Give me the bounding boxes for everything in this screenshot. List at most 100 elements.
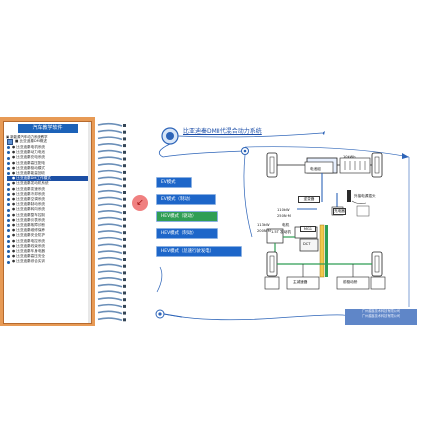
slide-canvas: 比亚迪秦DMⅡ代混合动力系统 EV模式 EV模式（制动） HEV模式（驱动） HEV模… (147, 117, 417, 326)
tree-scrollbar[interactable] (88, 122, 91, 323)
tree-item-label: ● 比亚迪秦线束系统 (12, 243, 46, 248)
tree-item[interactable]: ● 比亚迪秦冷却系统 (7, 192, 91, 197)
slide-title: 比亚迪秦DMⅡ代混合动力系统 (183, 128, 262, 135)
tree-item-label: ● 比亚迪秦空调系统 (12, 197, 46, 202)
tree-item[interactable]: ● 比亚迪秦变速系统 (7, 187, 91, 192)
tree-item[interactable]: ● 比亚迪秦动力电池 (7, 150, 91, 155)
spiral-ring (97, 236, 123, 241)
tree-item[interactable]: ● 比亚迪秦充电系统 (7, 155, 91, 160)
tree-item-label: ● 比亚迪秦高压安全 (12, 254, 46, 259)
tree-item[interactable]: ● 比亚迪秦故障诊断 (7, 223, 91, 228)
tree-item-label: ● 比亚迪秦转向系统 (12, 207, 46, 212)
motor-label: 电机 (282, 223, 290, 227)
tree-item-label: ● 比亚迪秦充电系统 (12, 155, 46, 160)
tree-item-label: ● 比亚迪秦冷却系统 (12, 191, 46, 196)
mg1-label: MG1 (300, 226, 316, 232)
mode-button-2[interactable]: EV模式（制动） (156, 194, 216, 205)
spiral-ring (97, 290, 123, 295)
tree-item-label: ● 比亚迪秦电机系统 (12, 145, 46, 149)
course-tree: ■ 比亚迪秦DM概述● 比亚迪秦电机系统● 比亚迪秦动力电池● 比亚迪秦充电系统… (4, 139, 91, 265)
tree-item-label: ● 比亚迪秦电控系统 (12, 238, 46, 243)
mode-button-4[interactable]: HEV模式（制动） (156, 228, 218, 239)
node-icon (7, 151, 10, 155)
tree-item-label: ● 比亚迪秦变速系统 (12, 186, 46, 191)
node-icon (7, 192, 10, 196)
tree-title: 汽车教学软件 (17, 124, 78, 133)
spiral-ring (97, 163, 123, 167)
tree-item[interactable]: ● 比亚迪秦能量回收 (7, 171, 91, 176)
node-icon (7, 218, 10, 222)
tree-item-label: ● 比亚迪秦维修保养 (12, 228, 46, 233)
node-icon (7, 182, 10, 186)
tree-item-label: ● 比亚迪秦动力电池 (12, 150, 46, 155)
engine-label: 1.5T 发动机 (271, 230, 291, 234)
tree-item[interactable]: ● 比亚迪秦仪表系统 (7, 218, 91, 223)
course-tree-frame: 汽车教学软件 ▣ 新能源汽车动力系统教学 ■ 比亚迪秦DM概述● 比亚迪秦电机系… (3, 121, 92, 324)
engine-torque-label: 250N·M (277, 214, 291, 218)
tree-item[interactable]: ● 比亚迪秦线束系统 (7, 244, 91, 249)
tree-item-label: ● 比亚迪秦综合实训 (12, 259, 46, 264)
tree-item-label: ● 比亚迪秦能量回收 (12, 171, 46, 176)
spiral-ring (97, 230, 123, 234)
tree-item-label: ● 比亚迪秦制动系统 (12, 202, 46, 207)
tree-item[interactable]: ● 比亚迪秦维修保养 (7, 228, 91, 233)
spiral-ring (97, 176, 123, 181)
course-tree-panel: 汽车教学软件 ▣ 新能源汽车动力系统教学 ■ 比亚迪秦DM概述● 比亚迪秦电机系… (0, 117, 95, 326)
spiral-ring (97, 156, 123, 161)
node-icon (7, 161, 10, 165)
mode-button-1[interactable]: EV模式 (156, 177, 192, 188)
tree-item[interactable]: ● 比亚迪秦DM工作模式 (7, 176, 91, 182)
tree-item[interactable]: ● 比亚迪秦高压安全 (7, 254, 91, 259)
tree-item-label: ● 比亚迪秦车身电器 (12, 249, 46, 254)
node-icon (7, 203, 10, 207)
mode-button-5[interactable]: HEV模式（怠速行驶发电） (156, 246, 242, 257)
spiral-ring (97, 317, 123, 322)
spiral-ring (97, 149, 123, 154)
tree-item[interactable]: ● 比亚迪秦转向系统 (7, 207, 91, 212)
motor-power-label: 113kW (257, 223, 270, 227)
tree-item[interactable]: ● 比亚迪秦发动机系统 (7, 181, 91, 186)
tree-item-label: ● 比亚迪秦发动机系统 (12, 181, 49, 186)
node-icon (7, 229, 10, 233)
mode-button-3[interactable]: HEV模式（驱动） (156, 211, 218, 222)
tree-item-label: ● 比亚迪秦仪表系统 (12, 217, 46, 222)
dcdc-label: 逆变器 (298, 196, 320, 203)
node-icon (7, 224, 10, 228)
tree-item[interactable]: ● 比亚迪秦空调系统 (7, 197, 91, 202)
spiral-ring (97, 143, 123, 147)
tree-item[interactable]: ● 比亚迪秦电控系统 (7, 239, 91, 244)
tree-item[interactable]: ● 比亚迪秦整车控制 (7, 213, 91, 218)
tree-root[interactable]: ▣ 新能源汽车动力系统教学 (6, 135, 48, 139)
node-icon (7, 244, 10, 248)
tree-item[interactable]: ● 比亚迪秦安全防护 (7, 233, 91, 238)
engine-power-label: 110kW (277, 208, 290, 212)
front-diff-label: 主减速器 (293, 280, 308, 284)
node-icon (7, 250, 10, 254)
document-icon (7, 139, 13, 145)
spiral-ring (97, 183, 123, 188)
spiral-ring (97, 122, 123, 127)
tree-item[interactable]: ● 比亚迪秦高压配电 (7, 161, 91, 166)
spiral-ring (97, 129, 123, 134)
tree-item[interactable]: ■ 比亚迪秦DM概述 (7, 139, 91, 145)
battery-label: 电池组 (310, 167, 321, 171)
watermark-line-1: 广州越鑫技术科技有限公司 (361, 309, 401, 313)
spiral-ring (97, 189, 123, 194)
tree-item-label: ● 比亚迪秦DM工作模式 (12, 176, 51, 181)
spiral-ring (97, 310, 123, 315)
spiral-ring (97, 196, 123, 201)
spiral-ring (97, 136, 123, 141)
charge-port-label: 外接电源插头 (354, 194, 376, 198)
tree-item[interactable]: ● 比亚迪秦电机系统 (7, 145, 91, 150)
tree-item[interactable]: ● 比亚迪秦综合实训 (7, 259, 91, 264)
tree-item[interactable]: ● 比亚迪秦制动系统 (7, 202, 91, 207)
node-icon (7, 172, 10, 176)
tree-item[interactable]: ● 比亚迪秦驱动模式 (7, 166, 91, 171)
node-icon (7, 260, 10, 264)
node-icon (7, 156, 10, 160)
node-icon (7, 239, 10, 243)
tree-item[interactable]: ● 比亚迪秦车身电器 (7, 249, 91, 254)
tree-item-label: ● 比亚迪秦整车控制 (12, 212, 46, 217)
back-arrow-button[interactable]: ↙ (132, 195, 148, 211)
tree-item-label: ● 比亚迪秦驱动模式 (12, 165, 46, 170)
